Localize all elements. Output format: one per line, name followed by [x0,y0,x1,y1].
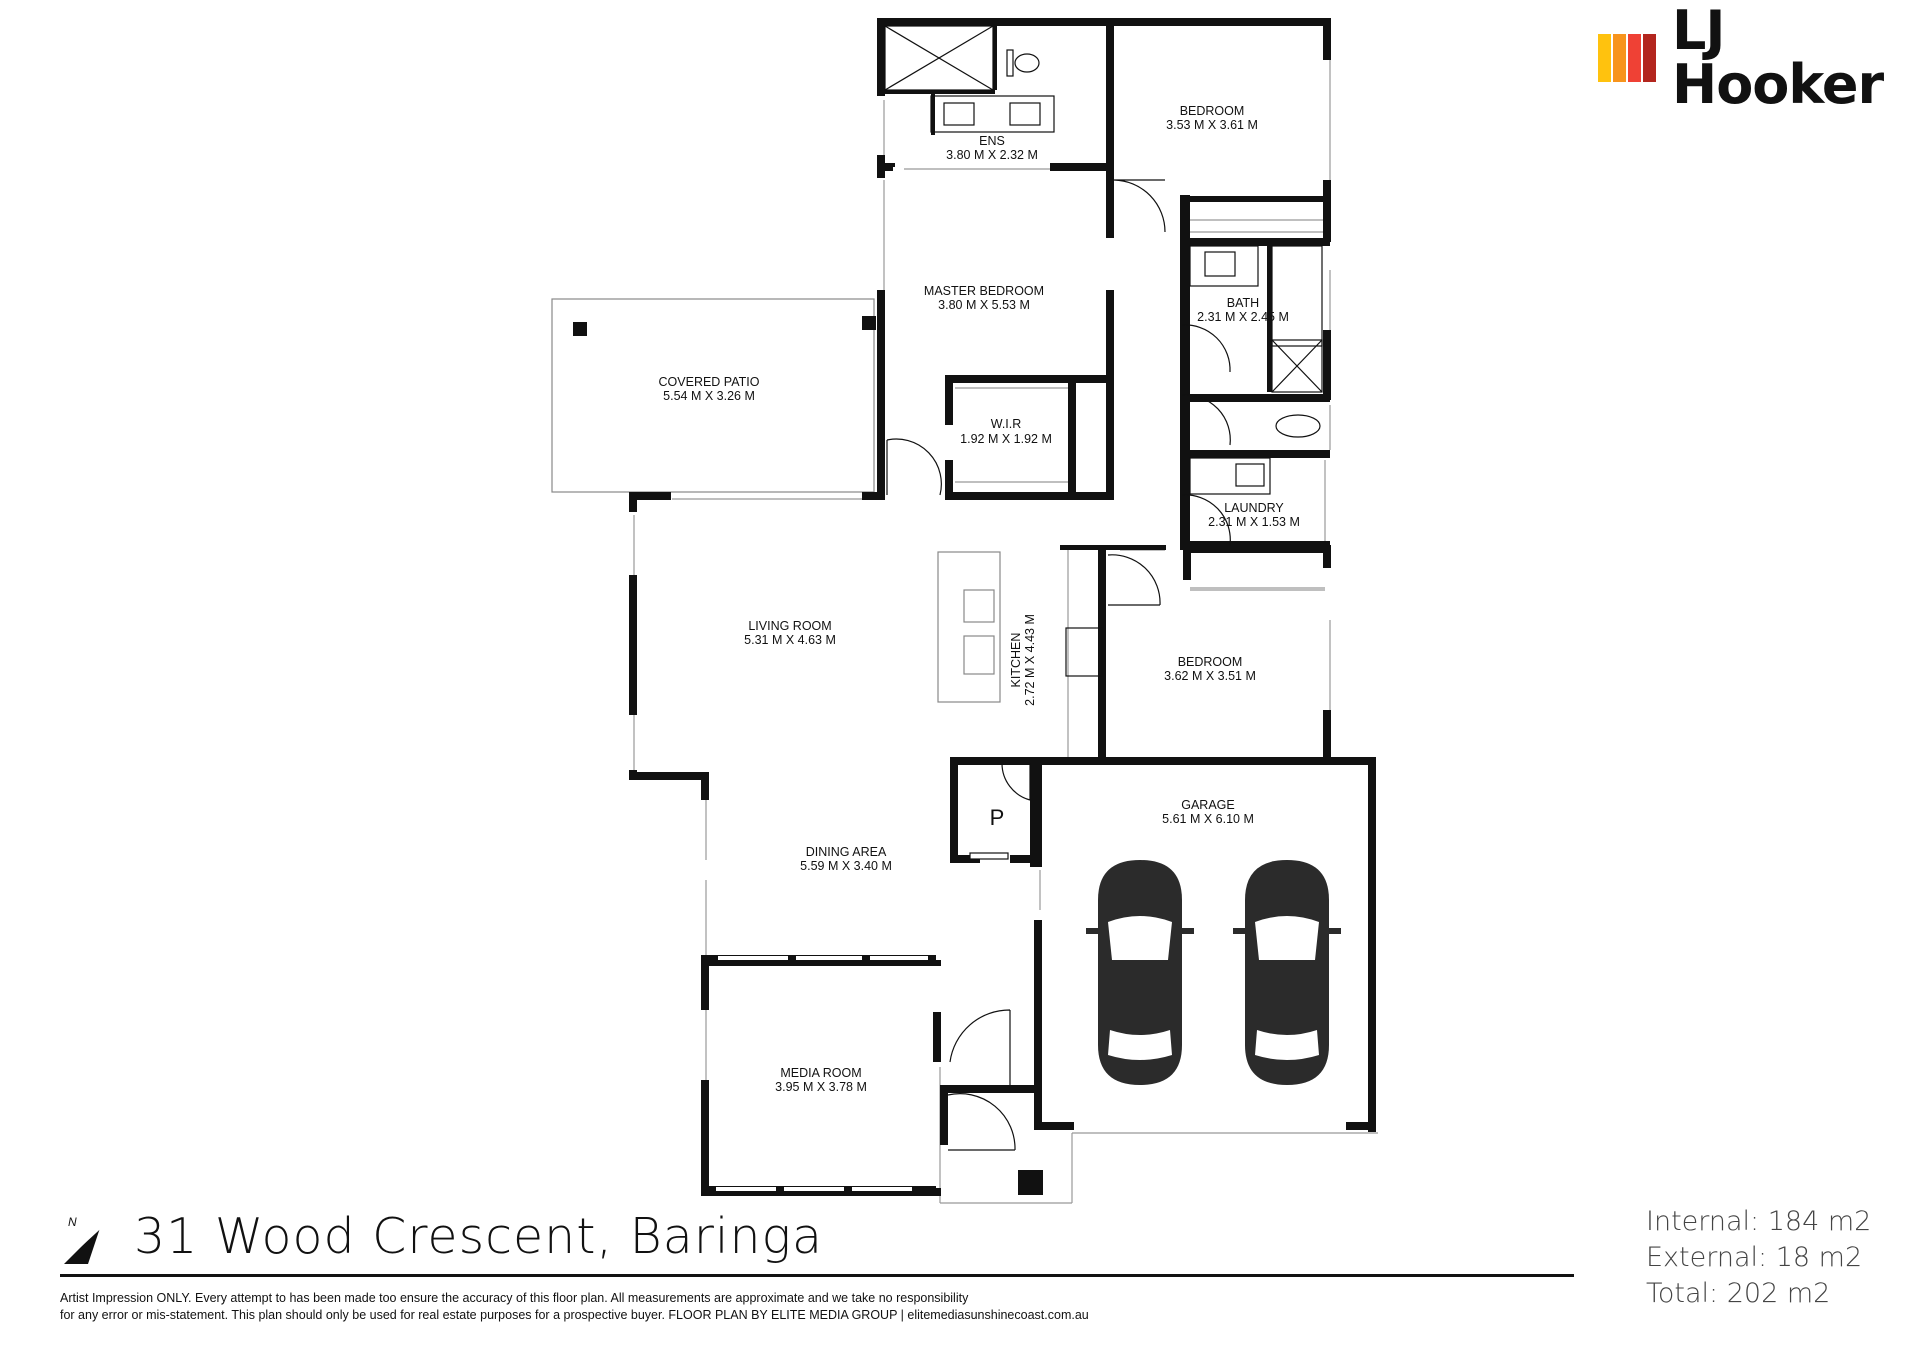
north-arrow-icon: N [64,1215,101,1264]
room-name-wir: W.I.R [991,417,1022,431]
windows [704,955,936,1192]
brand-logo: LJ Hooker [1598,4,1920,112]
area-summary: Internal: 184 m2 External: 18 m2 Total: … [1646,1204,1871,1312]
room-name-bath: BATH [1227,296,1259,310]
brand-name: LJ Hooker [1672,0,1884,116]
logo-bar [1613,34,1626,82]
patio-post [862,316,876,330]
room-dims-wir: 1.92 M X 1.92 M [960,432,1052,446]
internal-area: Internal: 184 m2 [1646,1206,1872,1237]
room-dims-laundry: 2.31 M X 1.53 M [1208,515,1300,529]
property-address: 31 Wood Crescent, Baringa [134,1208,823,1265]
room-name-media: MEDIA ROOM [780,1066,861,1080]
room-dims-media: 3.95 M X 3.78 M [775,1080,867,1094]
room-dims-bath: 2.31 M X 2.45 M [1197,310,1289,324]
room-name-living: LIVING ROOM [748,619,831,633]
svg-text:N: N [68,1215,77,1229]
logo-bar [1598,34,1611,82]
window-lines [633,60,1378,1204]
room-dims-patio: 5.54 M X 3.26 M [663,389,755,403]
room-dims-kitchen: 2.72 M X 4.43 M [1023,614,1037,706]
room-dims-living: 5.31 M X 4.63 M [744,633,836,647]
logo-bar [1628,34,1641,82]
kitchen-fixtures [937,551,1103,703]
disclaimer-line-1: Artist Impression ONLY. Every attempt to… [60,1291,969,1305]
ensuite-fixtures [884,25,1055,133]
room-name-pantry: P [990,805,1005,830]
disclaimer-line-2: for any error or mis-statement. This pla… [60,1308,1089,1322]
divider [60,1274,1574,1277]
room-name-laundry: LAUNDRY [1224,501,1284,515]
car-icon [1086,860,1194,1085]
room-name-bedroom-top: BEDROOM [1180,104,1245,118]
patio-post [573,322,587,336]
room-dims-bedroom-top: 3.53 M X 3.61 M [1166,118,1258,132]
patio-outline [551,298,875,493]
logo-bar [1643,34,1656,82]
logo-bars-icon [1598,34,1658,82]
room-name-ens: ENS [979,134,1005,148]
total-area: Total: 202 m2 [1646,1278,1831,1309]
room-dims-master: 3.80 M X 5.53 M [938,298,1030,312]
room-dims-ens: 3.80 M X 2.32 M [946,148,1038,162]
room-name-master: MASTER BEDROOM [924,284,1044,298]
car-icon [1233,860,1341,1085]
room-dims-bedroom-mid: 3.62 M X 3.51 M [1164,669,1256,683]
room-name-bedroom-mid: BEDROOM [1178,655,1243,669]
room-name-garage: GARAGE [1181,798,1235,812]
disclaimer: Artist Impression ONLY. Every attempt to… [60,1290,1260,1324]
external-area: External: 18 m2 [1646,1242,1863,1273]
doors [886,179,1231,1151]
room-name-dining: DINING AREA [806,845,887,859]
room-dims-dining: 5.59 M X 3.40 M [800,859,892,873]
room-name-patio: COVERED PATIO [659,375,760,389]
room-dims-garage: 5.61 M X 6.10 M [1162,812,1254,826]
bath-fixtures [1189,245,1323,495]
room-name-kitchen: KITCHEN [1009,633,1023,688]
